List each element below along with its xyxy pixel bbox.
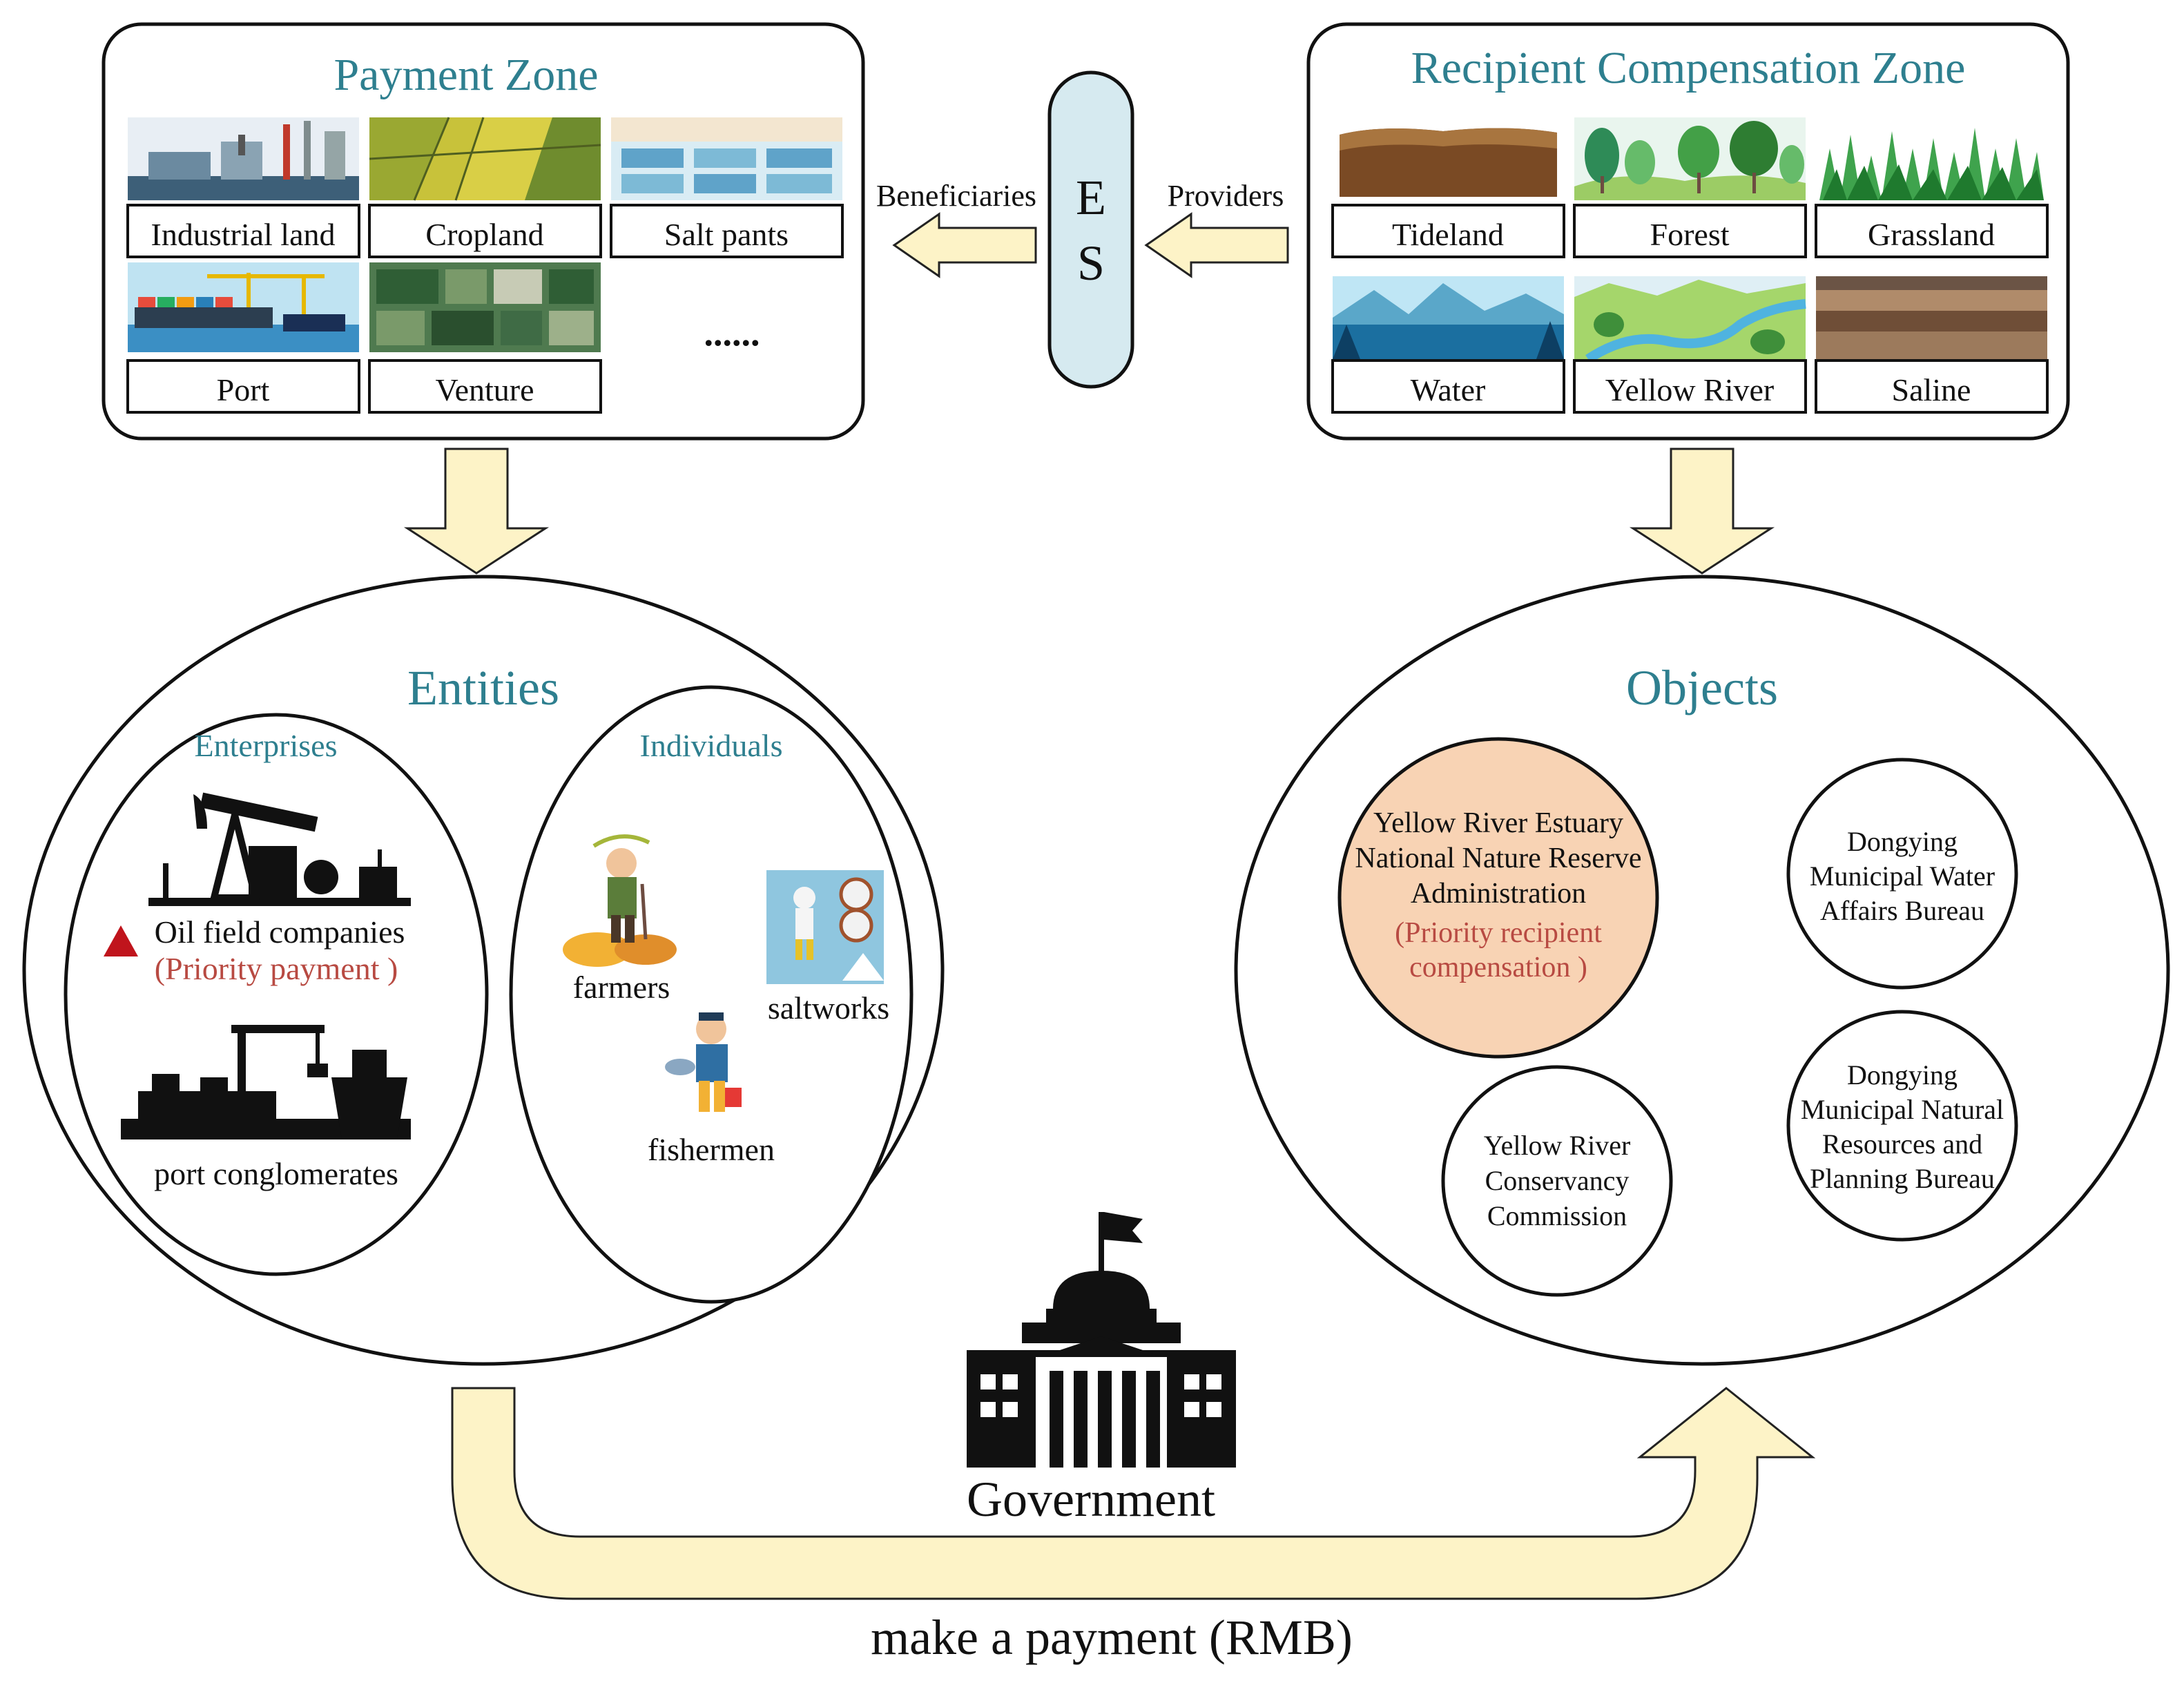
port-tile: Port [126, 262, 360, 414]
conservancy-circle [1441, 1065, 1673, 1297]
water-affairs-bureau-node: Dongying Municipal Water Affairs Bureau [1786, 758, 2018, 990]
salt-pans-label: Salt pants [664, 217, 789, 252]
payment-label: make a payment (RMB) [871, 1610, 1353, 1665]
yellow-river-label: Yellow River [1605, 372, 1775, 407]
individuals-title: Individuals [640, 728, 783, 763]
water-bureau-line-1: Dongying [1847, 826, 1958, 857]
oil-field-label: Oil field companies [155, 914, 405, 950]
reserve-priority-note-2: compensation ) [1409, 952, 1587, 983]
conservancy-commission-node: Yellow River Conservancy Commission [1441, 1065, 1673, 1297]
saltworks-icon [766, 870, 884, 984]
conservancy-line-1: Yellow River [1484, 1130, 1631, 1161]
objects-group: Objects Yellow River Estuary National Na… [1234, 575, 2170, 1366]
reserve-priority-note-1: (Priority recipient [1395, 917, 1602, 949]
port-conglomerates-label: port conglomerates [154, 1156, 398, 1191]
government-building-icon [967, 1212, 1236, 1468]
fishermen-label: fishermen [648, 1132, 775, 1167]
payment-zone-title: Payment Zone [334, 50, 598, 100]
reserve-circle [1337, 737, 1659, 1059]
left-arrow-to-payment [892, 212, 1037, 278]
water-label: Water [1411, 372, 1486, 407]
resources-bureau-line-4: Planning Bureau [1810, 1163, 1995, 1194]
conservancy-line-2: Conservancy [1485, 1165, 1630, 1196]
saltworks-label: saltworks [768, 990, 889, 1026]
industrial-land-tile: Industrial land [126, 117, 360, 258]
reserve-line-2: National Nature Reserve [1355, 843, 1641, 874]
resources-bureau-line-2: Municipal Natural [1801, 1094, 2004, 1125]
conservancy-line-3: Commission [1487, 1200, 1627, 1231]
resources-bureau-circle [1786, 1010, 2018, 1242]
venture-tile: Venture [368, 262, 602, 414]
government-label: Government [967, 1472, 1215, 1527]
resources-bureau-line-3: Resources and [1822, 1128, 1982, 1160]
port-label-box [126, 359, 360, 414]
reserve-administration-node: Yellow River Estuary National Nature Res… [1337, 737, 1659, 1059]
industrial-land-label-box [126, 204, 360, 258]
cropland-label: Cropland [425, 217, 543, 252]
resources-bureau-line-1: Dongying [1847, 1059, 1958, 1090]
saline-tile: Saline [1815, 276, 2049, 414]
saline-label: Saline [1892, 372, 1971, 407]
grassland-tile: Grassland [1815, 117, 2049, 258]
es-capsule: E S [1047, 70, 1134, 389]
water-bureau-line-3: Affairs Bureau [1820, 895, 1984, 926]
water-bureau-circle [1786, 758, 2018, 990]
payment-zone: Payment Zone Industrial land Cropland [102, 22, 865, 441]
left-arrow-to-es [1144, 212, 1289, 278]
grassland-label: Grassland [1868, 217, 1995, 252]
forest-label-box [1573, 204, 1807, 258]
entities-title: Entities [407, 660, 559, 715]
salt-pans-label-box [610, 204, 844, 258]
down-arrow-payment [403, 448, 550, 575]
forest-tile: Forest [1573, 117, 1807, 258]
beneficiaries-arrow: Beneficiaries [876, 179, 1037, 278]
recipient-zone-title: Recipient Compensation Zone [1411, 43, 1966, 93]
es-letter-s: S [1077, 235, 1105, 291]
oil-priority-note: (Priority payment ) [155, 951, 398, 986]
yellow-river-tile: Yellow River [1573, 276, 1807, 414]
reserve-line-1: Yellow River Estuary [1373, 807, 1623, 839]
providers-arrow: Providers [1144, 179, 1289, 278]
farmer-icon [563, 834, 677, 967]
venture-label: Venture [435, 372, 534, 407]
cropland-label-box [368, 204, 602, 258]
oil-pumpjack-icon [148, 792, 411, 906]
objects-title: Objects [1626, 660, 1778, 715]
venture-label-box [368, 359, 602, 414]
port-label: Port [217, 372, 270, 407]
es-capsule-shape [1047, 70, 1134, 389]
yellow-river-label-box [1573, 359, 1807, 414]
tideland-label-box [1331, 204, 1565, 258]
natural-resources-bureau-node: Dongying Municipal Natural Resources and… [1786, 1010, 2018, 1242]
reserve-line-3: Administration [1411, 878, 1586, 910]
salt-pans-tile: Salt pants [610, 117, 844, 258]
enterprises-title: Enterprises [195, 728, 338, 763]
tideland-label: Tideland [1392, 217, 1504, 252]
saline-label-box [1815, 359, 2049, 414]
recipient-zone: Recipient Compensation Zone Tideland For… [1306, 22, 2070, 441]
port-crane-icon [121, 1025, 411, 1139]
grassland-label-box [1815, 204, 2049, 258]
more-ellipsis: ...... [704, 312, 760, 354]
water-bureau-line-2: Municipal Water [1810, 860, 1995, 892]
tideland-tile: Tideland [1331, 117, 1565, 258]
forest-label: Forest [1650, 217, 1730, 252]
payment-flow-arrow [451, 1387, 1816, 1600]
down-arrow-recipient [1629, 448, 1775, 575]
providers-label: Providers [1168, 179, 1284, 213]
priority-triangle-icon [104, 925, 138, 956]
es-letter-e: E [1076, 170, 1106, 225]
entities-group: Entities Enterprises Oil field companies… [22, 575, 945, 1366]
water-label-box [1331, 359, 1565, 414]
fisherman-icon [665, 1012, 742, 1112]
water-tile: Water [1331, 276, 1565, 414]
beneficiaries-label: Beneficiaries [876, 179, 1036, 213]
cropland-tile: Cropland [368, 117, 602, 258]
farmers-label: farmers [573, 970, 670, 1005]
industrial-land-label: Industrial land [151, 217, 336, 252]
individuals-ellipse [509, 685, 914, 1304]
